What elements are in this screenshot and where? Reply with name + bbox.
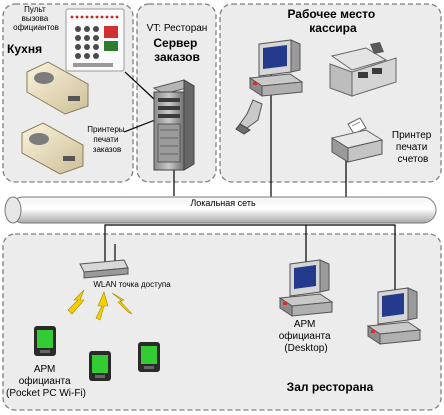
pager-panel bbox=[65, 8, 125, 72]
order-printers-label: Принтеры печати заказов bbox=[87, 125, 127, 154]
wlan-access-point bbox=[79, 244, 129, 279]
apm-desktop-line-2: официанта bbox=[279, 330, 331, 342]
apm-pocket-line-2: официанта bbox=[19, 375, 71, 387]
pager-panel-label: Пульт вызова официантов bbox=[13, 5, 59, 32]
order-server bbox=[152, 79, 196, 171]
apm-desktop-line-1: АРМ bbox=[294, 319, 316, 330]
check-printer-label: Принтер печати счетов bbox=[392, 130, 434, 165]
order-printer-2 bbox=[21, 122, 84, 175]
pager-indicators bbox=[70, 15, 119, 19]
server-line-2: заказов bbox=[154, 50, 200, 64]
zone-kitchen-title: Кухня bbox=[7, 42, 42, 56]
apm-desktop-line-3: (Desktop) bbox=[284, 343, 327, 354]
apm-desktop-label: АРМ официанта (Desktop) bbox=[279, 319, 334, 354]
check-printer-line-1: Принтер bbox=[392, 130, 432, 141]
lan-label: Локальная сеть bbox=[190, 198, 256, 208]
pager-line-1: Пульт bbox=[24, 5, 46, 14]
pda-3 bbox=[138, 342, 160, 372]
zone-cashier-title: Рабочее место кассира bbox=[287, 7, 378, 35]
order-printers-line-1: Принтеры bbox=[87, 125, 125, 134]
server-line-1: Сервер bbox=[153, 36, 197, 50]
check-printer-line-3: счетов bbox=[398, 154, 429, 165]
apm-pocket-label: АРМ официанта (Pocket PC Wi-Fi) bbox=[6, 364, 86, 399]
cashier-line-2: кассира bbox=[309, 21, 357, 35]
pda-2 bbox=[89, 351, 111, 381]
pager-line-2: вызова bbox=[22, 14, 49, 23]
cash-register bbox=[329, 42, 397, 97]
zone-hall-title: Зал ресторана bbox=[287, 380, 374, 394]
pager-line-3: официантов bbox=[13, 23, 59, 32]
cashier-pc bbox=[248, 39, 304, 97]
vt-app-label: VT: Ресторан bbox=[147, 23, 208, 34]
apm-pocket-line-1: АРМ bbox=[34, 364, 56, 375]
waiter-desktop-pc-1 bbox=[278, 259, 334, 317]
zone-hall bbox=[2, 233, 442, 411]
waiter-desktop-pc-2 bbox=[366, 287, 422, 345]
cashier-line-1: Рабочее место bbox=[287, 7, 375, 21]
order-printers-line-2: печати bbox=[93, 135, 118, 144]
order-printer-1 bbox=[26, 61, 89, 115]
zone-server-title: Сервер заказов bbox=[153, 36, 200, 64]
wireless-signals bbox=[67, 289, 133, 321]
lan-pipe bbox=[4, 196, 437, 224]
check-printer-line-2: печати bbox=[396, 142, 427, 153]
barcode-scanner bbox=[235, 99, 263, 135]
order-printers-line-3: заказов bbox=[93, 145, 121, 154]
wlan-label: WLAN точка доступа bbox=[93, 280, 171, 289]
apm-pocket-line-3: (Pocket PC Wi-Fi) bbox=[6, 388, 86, 399]
check-printer bbox=[330, 117, 384, 163]
pda-1 bbox=[34, 326, 56, 356]
pager-keypad bbox=[75, 26, 99, 59]
